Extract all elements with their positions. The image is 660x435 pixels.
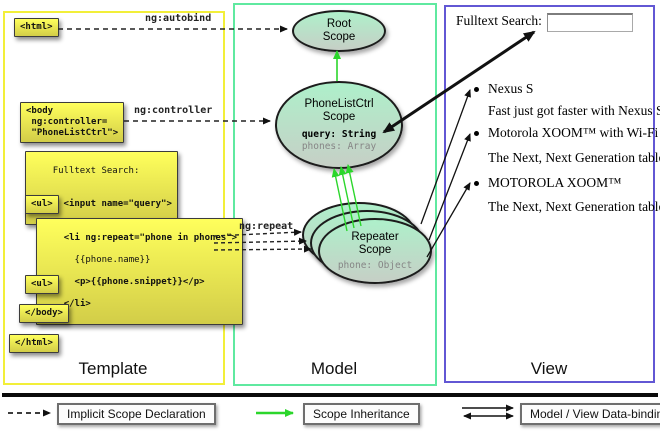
view-panel (444, 5, 655, 383)
template-panel-label: Template (78, 359, 148, 378)
phonelistctrl-scope-title: PhoneListCtrl Scope (304, 97, 374, 123)
bullet-icon (474, 131, 479, 136)
model-panel-label: Model (310, 359, 358, 378)
view-item-title: Nexus S (488, 81, 534, 96)
root-scope-title: Root Scope (322, 18, 356, 43)
view-item-snippet: The Next, Next Generation tablet. (488, 199, 660, 214)
code-phone-snippet: <p>{{phone.snippet}}</p> (63, 277, 205, 287)
code-box-body-close: </body> (19, 304, 69, 323)
repeater-scope-title: Repeater Scope (351, 230, 399, 256)
legend-implicit-scope-label: Implicit Scope Declaration (57, 403, 216, 425)
label-ng-controller: ng:controller (134, 105, 213, 116)
model-panel (233, 3, 437, 386)
bullet-icon (474, 87, 479, 92)
root-scope-ellipse: Root Scope (292, 10, 386, 52)
code-box-li-repeat: <li ng:repeat="phone in phones"> {{phone… (36, 218, 244, 325)
view-item-snippet: Fast just got faster with Nexus S. (488, 103, 660, 118)
view-item-title: Motorola XOOM™ with Wi-Fi (488, 125, 659, 140)
view-search-input (547, 13, 633, 32)
view-item-title: MOTOROLA XOOM™ (488, 175, 622, 190)
code-li-open: <li ng:repeat="phone in phones"> (63, 233, 238, 243)
code-input-tag: <input name="query"> (52, 199, 172, 209)
code-phone-name: {{phone.name}} (63, 255, 151, 265)
legend-divider (2, 393, 658, 397)
legend-data-binding-label: Model / View Data-binding (520, 403, 660, 425)
code-box-html-close: </html> (9, 334, 59, 353)
repeater-scope-ellipse: Repeater Scope phone: Object (318, 218, 432, 284)
label-ng-repeat: ng:repeat (239, 221, 294, 232)
bullet-icon (474, 181, 479, 186)
legend-scope-inheritance-label: Scope Inheritance (303, 403, 420, 425)
phonelistctrl-scope-ellipse: PhoneListCtrl Scope query: String phones… (275, 81, 403, 169)
code-fulltext-label: Fulltext Search: (52, 166, 140, 176)
label-ng-autobind: ng:autobind (145, 13, 212, 24)
phonelistctrl-phones-prop: phones: Array (301, 140, 377, 152)
view-search-label: Fulltext Search: (456, 13, 542, 28)
repeater-phone-prop: phone: Object (337, 259, 413, 271)
code-box-ul-open-2: <ul> (25, 275, 59, 294)
view-item-snippet: The Next, Next Generation tablet. (488, 150, 660, 165)
code-box-body-open: <body ng:controller= "PhoneListCtrl"> (20, 102, 125, 143)
code-li-close: </li> (63, 299, 91, 309)
view-panel-label: View (530, 359, 568, 378)
phonelistctrl-query-prop: query: String (301, 128, 377, 140)
code-box-html-open: <html> (14, 18, 59, 37)
code-box-ul-open-1: <ul> (25, 195, 59, 214)
